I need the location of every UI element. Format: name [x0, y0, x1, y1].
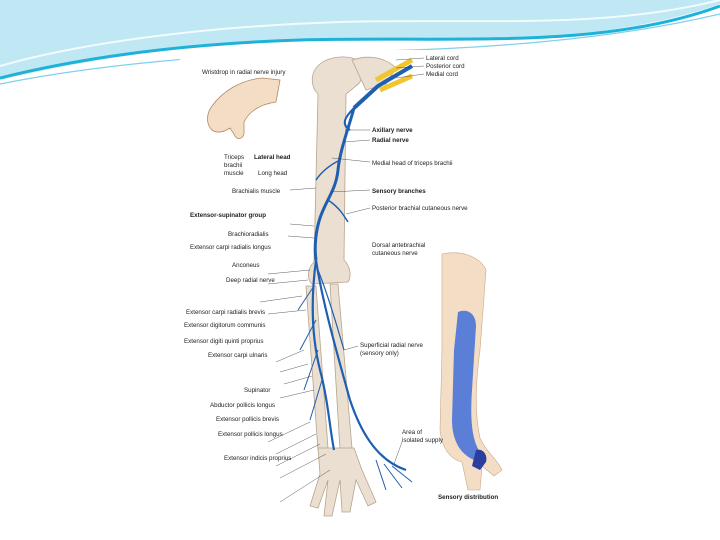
label-long-head: Long head	[258, 170, 288, 177]
label-lateral-head: Lateral head	[254, 154, 291, 161]
sensory-area-shading	[452, 310, 480, 460]
muscular-branch-3	[303, 349, 319, 391]
label-triceps-line1: Triceps	[224, 154, 245, 161]
label-posterior-cord: Posterior cord	[426, 63, 465, 70]
label-apl: Abductor pollicis longus	[210, 402, 276, 409]
ulna-bone	[305, 285, 329, 451]
label-edc: Extensor digitorum communis	[184, 322, 266, 329]
label-ecu: Extensor carpi ulnaris	[208, 352, 268, 359]
posterior-brachial-branch	[327, 199, 349, 223]
label-wristdrop: Wristdrop in radial nerve injury	[202, 69, 286, 76]
lateral-cord	[374, 57, 414, 83]
label-deep-radial: Deep radial nerve	[226, 277, 275, 284]
header-wave-stroke-white	[0, 0, 720, 67]
radial-nerve-figure: Wristdrop in radial nerve injury Lateral…	[180, 50, 510, 520]
muscular-branch-4	[309, 379, 323, 421]
label-extensor-supinator-group: Extensor-supinator group	[190, 212, 266, 219]
label-dorsal-antebrachial-2: cutaneous nerve	[372, 250, 418, 257]
hand-bones	[309, 447, 377, 517]
superficial-radial-nerve	[314, 259, 407, 472]
label-isolated-2: isolated supply	[402, 437, 443, 444]
label-posterior-brachial: Posterior brachial cutaneous nerve	[372, 205, 468, 212]
label-edqp: Extensor digiti quinti proprius	[184, 338, 264, 345]
label-medial-cord: Medial cord	[426, 71, 458, 78]
label-epb: Extensor pollicis brevis	[216, 416, 279, 423]
muscular-branch-1	[297, 285, 315, 311]
anatomy-drawing	[207, 56, 503, 517]
dorsal-antebrachial-branch	[317, 269, 345, 351]
triceps-branch	[315, 159, 341, 181]
label-dorsal-antebrachial-1: Dorsal antebrachial	[372, 242, 426, 249]
label-leader-lines	[259, 57, 425, 503]
label-sensory-distribution: Sensory distribution	[438, 494, 499, 501]
label-superficial-1: Superficial radial nerve	[360, 342, 423, 349]
posterior-cord	[352, 64, 414, 110]
label-anconeus: Anconeus	[232, 262, 260, 269]
label-axillary-nerve: Axillary nerve	[372, 127, 413, 134]
label-brachialis: Brachialis muscle	[232, 188, 281, 195]
label-lateral-cord: Lateral cord	[426, 55, 459, 62]
label-ecrl: Extensor carpi radialis longus	[190, 244, 271, 251]
humerus-bone	[308, 56, 364, 285]
medial-cord	[378, 73, 414, 93]
deep-radial-nerve	[311, 259, 336, 451]
label-epl: Extensor pollicis longus	[218, 431, 283, 438]
label-superficial-2: (sensory only)	[360, 350, 399, 357]
label-medial-head: Medial head of triceps brachii	[372, 160, 453, 167]
muscular-branch-2	[299, 319, 317, 351]
header-wave-stroke-dark	[0, 4, 720, 80]
wristdrop-hand-illustration	[207, 77, 281, 139]
digital-branches	[375, 459, 413, 491]
label-isolated-1: Area of	[402, 429, 422, 436]
label-eip: Extensor indicis proprius	[224, 455, 292, 462]
label-ecrb: Extensor carpi radialis brevis	[186, 309, 266, 316]
label-brachioradialis: Brachioradialis	[228, 231, 269, 238]
isolated-supply-area	[472, 449, 487, 470]
label-radial-nerve: Radial nerve	[372, 137, 409, 144]
label-sensory-branches: Sensory branches	[372, 188, 426, 195]
label-supinator: Supinator	[244, 387, 271, 394]
label-triceps-line2: brachii	[224, 162, 243, 169]
label-triceps-line3: muscle	[224, 170, 244, 177]
